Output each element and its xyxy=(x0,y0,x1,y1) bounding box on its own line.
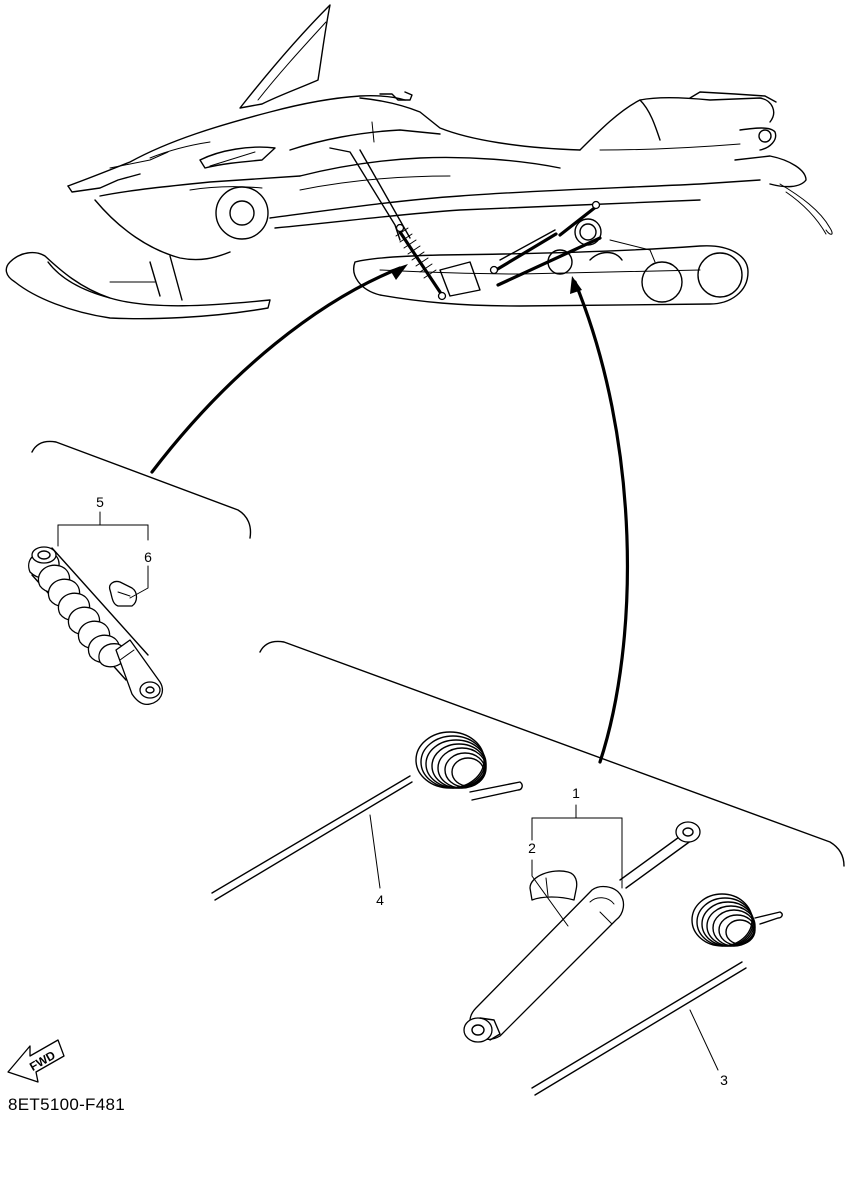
front-shock-absorber-part xyxy=(28,546,164,706)
torsion-spring-left-part xyxy=(211,731,523,901)
front-shock-on-sled xyxy=(395,223,447,301)
callout-6: 6 xyxy=(144,549,152,565)
callout-1: 1 xyxy=(572,785,580,801)
callout-5-leaders xyxy=(57,511,149,547)
arrow-rear-group xyxy=(570,276,630,764)
callout-1-leaders xyxy=(531,804,623,889)
callout-4: 4 xyxy=(376,892,384,908)
front-group-bracket xyxy=(31,440,252,539)
callout-3: 3 xyxy=(720,1072,728,1088)
drawing-code: 8ET5100-F481 xyxy=(8,1095,126,1114)
torsion-spring-right-part xyxy=(531,893,783,1096)
rear-shock-absorber-part xyxy=(463,821,701,1043)
callout-2: 2 xyxy=(528,840,536,856)
rear-shock-on-sled xyxy=(489,200,602,287)
snowmobile-outline xyxy=(5,4,833,320)
callout-5: 5 xyxy=(96,494,104,510)
rear-group-bracket xyxy=(259,640,845,867)
fwd-arrow-icon: FWD xyxy=(7,1039,65,1083)
callout-6-leader xyxy=(129,565,149,599)
arrow-front-group xyxy=(150,264,408,474)
callout-2-leader xyxy=(531,859,569,927)
